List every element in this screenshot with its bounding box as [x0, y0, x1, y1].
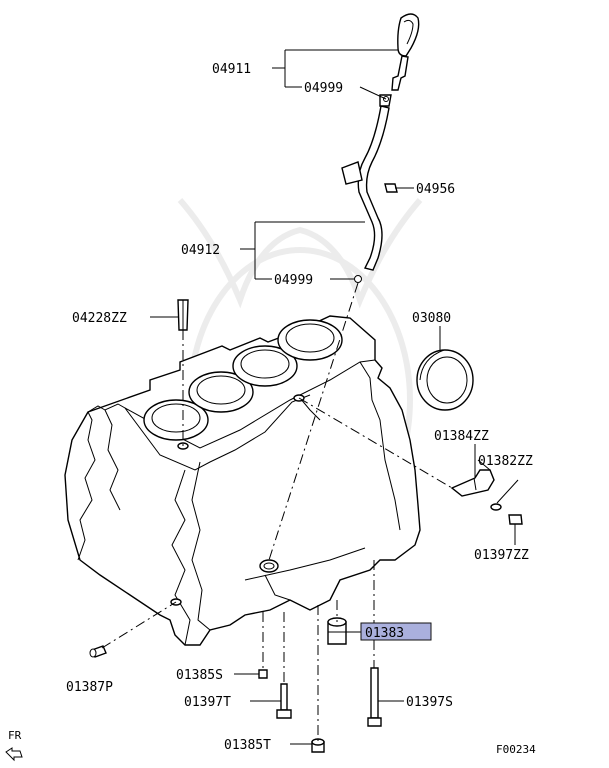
- plug-01385t[interactable]: [311, 738, 325, 753]
- dowel-pin-short[interactable]: [258, 669, 268, 679]
- guide-bolt[interactable]: [384, 183, 403, 193]
- label-04912: 04912: [181, 243, 220, 258]
- label-04999-upper: 04999: [304, 81, 343, 96]
- label-01397zz: 01397ZZ: [474, 548, 529, 563]
- oil-level-gauge[interactable]: [391, 13, 420, 91]
- bracket-bolt[interactable]: [508, 514, 523, 534]
- highlight-01383[interactable]: [360, 622, 432, 641]
- bolt-01397s[interactable]: [367, 667, 382, 727]
- label-01383[interactable]: 01383: [365, 626, 404, 641]
- leader-lines: [150, 49, 519, 745]
- oil-level-gauge-guide[interactable]: [341, 94, 392, 283]
- bolt-01397t[interactable]: [276, 683, 292, 719]
- label-04911: 04911: [212, 62, 251, 77]
- locating-pin-04228[interactable]: [177, 299, 189, 331]
- label-01397s: 01397S: [406, 695, 453, 710]
- label-04228zz: 04228ZZ: [72, 311, 127, 326]
- label-04999-lower: 04999: [274, 273, 313, 288]
- rear-oil-seal[interactable]: [416, 349, 474, 411]
- label-01384zz: 01384ZZ: [434, 429, 489, 444]
- label-03080: 03080: [412, 311, 451, 326]
- front-direction-arrow-icon: [5, 747, 23, 762]
- figure-number: F00234: [496, 743, 536, 756]
- label-01385s: 01385S: [176, 668, 223, 683]
- sensor-bracket[interactable]: [450, 469, 495, 497]
- label-01387p: 01387P: [66, 680, 113, 695]
- cylinder-block[interactable]: [64, 315, 421, 646]
- bracket-washer[interactable]: [490, 503, 502, 511]
- label-01397t: 01397T: [184, 695, 231, 710]
- assembly-lines: [101, 282, 453, 742]
- label-04956: 04956: [416, 182, 455, 197]
- label-01385t: 01385T: [224, 738, 271, 753]
- front-direction-label: FR: [8, 729, 22, 742]
- dowel-pin-01387p[interactable]: [89, 645, 107, 658]
- label-01382zz: 01382ZZ: [478, 454, 533, 469]
